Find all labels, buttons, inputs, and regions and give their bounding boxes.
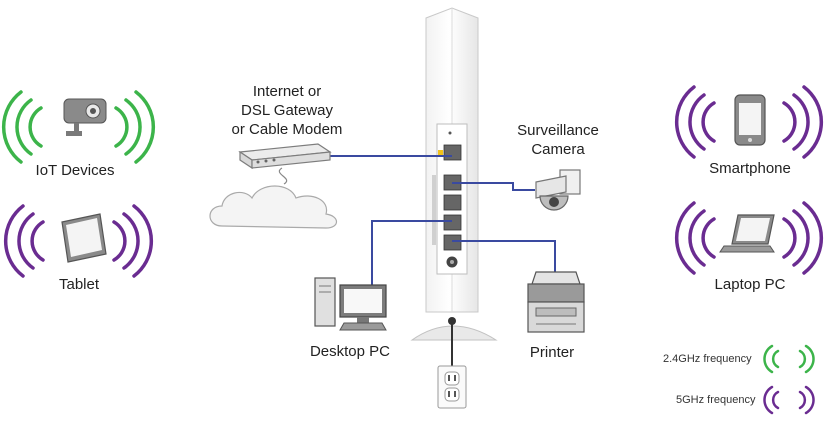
internet-label-line2: DSL Gateway [241, 102, 333, 119]
wifi-5ghz-left-icon [3, 204, 45, 278]
security-camera-icon [63, 98, 107, 136]
wifi-5ghz-right-icon [782, 201, 824, 275]
laptop-group [674, 201, 824, 275]
printer-label: Printer [529, 344, 575, 361]
power-outlet-icon [437, 365, 467, 409]
internet-label: Internet or DSL Gateway or Cable Modem [222, 82, 352, 139]
laptop-pc-label: Laptop PC [714, 276, 786, 293]
tablet-icon [61, 213, 107, 263]
cables [330, 155, 556, 289]
iot-devices-label: IoT Devices [35, 162, 115, 179]
wifi-5ghz-right-icon [112, 204, 154, 278]
tablet-group [3, 204, 154, 278]
legend-5ghz-label: 5GHz frequency [676, 394, 756, 406]
dome-camera-icon [535, 169, 581, 211]
tablet-label: Tablet [58, 276, 100, 293]
wifi-5ghz-left-icon [674, 85, 716, 159]
smartphone-icon [734, 94, 766, 146]
iot-device-group [1, 90, 156, 164]
smartphone-label: Smartphone [709, 160, 791, 177]
desktop-pc-label: Desktop PC [309, 343, 391, 360]
internet-label-line1: Internet or [252, 83, 322, 100]
wifi-5ghz-left-icon [674, 201, 716, 275]
cable-camera [452, 182, 535, 191]
legend-24ghz-label: 2.4GHz frequency [663, 353, 752, 365]
desktop-pc-icon [314, 277, 387, 331]
smartphone-group [674, 85, 824, 159]
cable-desktop [371, 220, 452, 289]
internet-label-line3: or Cable Modem [231, 121, 343, 138]
legend-24ghz-icon [763, 344, 815, 374]
wifi-5ghz-right-icon [782, 85, 824, 159]
surveillance-label-line2: Camera [531, 141, 585, 158]
modem-icon [238, 143, 332, 170]
surveillance-label-line1: Surveillance [517, 122, 599, 139]
laptop-icon [719, 214, 775, 253]
router-icon [410, 7, 498, 341]
wifi-24ghz-left-icon [1, 90, 43, 164]
cloud-icon [209, 185, 338, 229]
wifi-24ghz-right-icon [114, 90, 156, 164]
legend-5ghz-icon [763, 385, 815, 415]
cable-printer [452, 240, 556, 272]
printer-icon [527, 271, 585, 333]
surveillance-label: Surveillance Camera [500, 121, 616, 159]
